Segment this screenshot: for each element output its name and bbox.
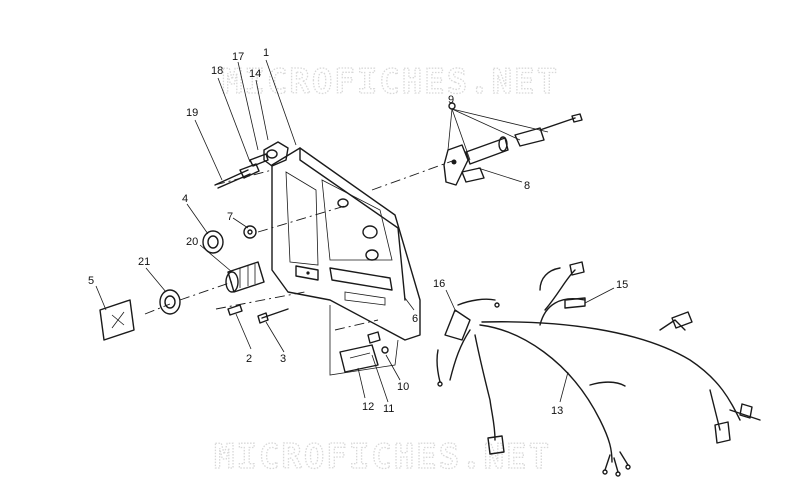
- callout-18: 18: [211, 65, 223, 77]
- callout-13: 13: [551, 405, 563, 417]
- callout-3: 3: [280, 353, 286, 365]
- centerline-clip-12: [334, 319, 379, 331]
- watermark-bottom: MICROFICHES.NET: [214, 437, 551, 477]
- callout-8: 8: [524, 180, 530, 192]
- leader-10: [385, 354, 401, 381]
- centerline-screw-2: [215, 291, 306, 310]
- leader-6: [404, 297, 415, 311]
- bracket-clip: [339, 331, 389, 373]
- leader-5: [95, 285, 107, 311]
- watermark-top: MICROFICHES.NET: [222, 62, 559, 102]
- leader-2: [235, 313, 252, 350]
- callout-1: 1: [263, 47, 269, 59]
- callout-19: 19: [186, 107, 198, 119]
- callout-10: 10: [397, 381, 409, 393]
- leader-11: [371, 354, 389, 403]
- switch-assembly: [443, 102, 583, 186]
- centerline-switch-20: [179, 281, 233, 301]
- centerline-switch-8: [371, 159, 456, 191]
- leader-17: [237, 61, 259, 151]
- leader-20: [199, 244, 233, 273]
- centerline-washer-7: [257, 205, 346, 233]
- leader-7: [232, 217, 249, 229]
- leader-15: [584, 287, 615, 304]
- callout-7: 7: [227, 211, 233, 223]
- leader-4: [186, 203, 209, 235]
- leader-1: [265, 59, 297, 146]
- callout-4: 4: [182, 193, 188, 205]
- leader-19: [194, 119, 223, 181]
- callout-2: 2: [246, 353, 252, 365]
- wiring-harness: [436, 261, 761, 477]
- leader-16: [445, 289, 457, 313]
- leader-3: [265, 321, 285, 353]
- callout-17: 17: [232, 51, 244, 63]
- leader-12: [357, 367, 366, 399]
- callout-21: 21: [138, 256, 150, 268]
- callout-11: 11: [383, 403, 394, 415]
- bolt-hardware: [214, 153, 269, 189]
- callout-16: 16: [433, 278, 445, 290]
- callout-5: 5: [88, 275, 94, 287]
- leader-13: [559, 371, 569, 403]
- callout-15: 15: [616, 279, 628, 291]
- callout-12: 12: [362, 401, 374, 413]
- callout-14: 14: [249, 68, 261, 80]
- screws: [227, 304, 289, 324]
- leader-21: [145, 267, 167, 293]
- callout-6: 6: [412, 313, 418, 325]
- leader-14: [255, 79, 269, 141]
- panel-bracket: [263, 141, 421, 376]
- switch-cap: [99, 289, 181, 341]
- callout-9: 9: [448, 94, 454, 106]
- callout-20: 20: [186, 236, 198, 248]
- leader-18: [217, 77, 251, 163]
- ignition-switch: [202, 225, 265, 293]
- leader-8: [477, 167, 523, 183]
